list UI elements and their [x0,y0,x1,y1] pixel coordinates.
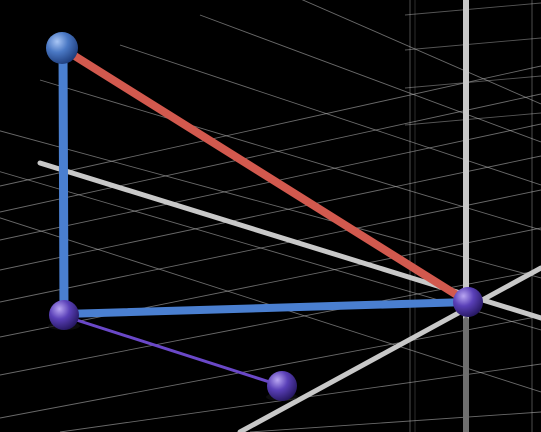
hypotenuse-edge [58,44,472,306]
ground-projection-point [267,371,297,401]
horizontal-edge [60,298,472,318]
base-corner-point [49,300,79,330]
projection-edge [62,314,284,388]
vertical-edge [58,45,69,319]
y-axis [237,265,541,432]
vector-edges [58,44,472,388]
scene-points [46,32,483,401]
coordinate-axes [37,0,541,432]
wall-grid [404,0,541,432]
origin-point [453,287,483,317]
apex-point [46,32,78,64]
